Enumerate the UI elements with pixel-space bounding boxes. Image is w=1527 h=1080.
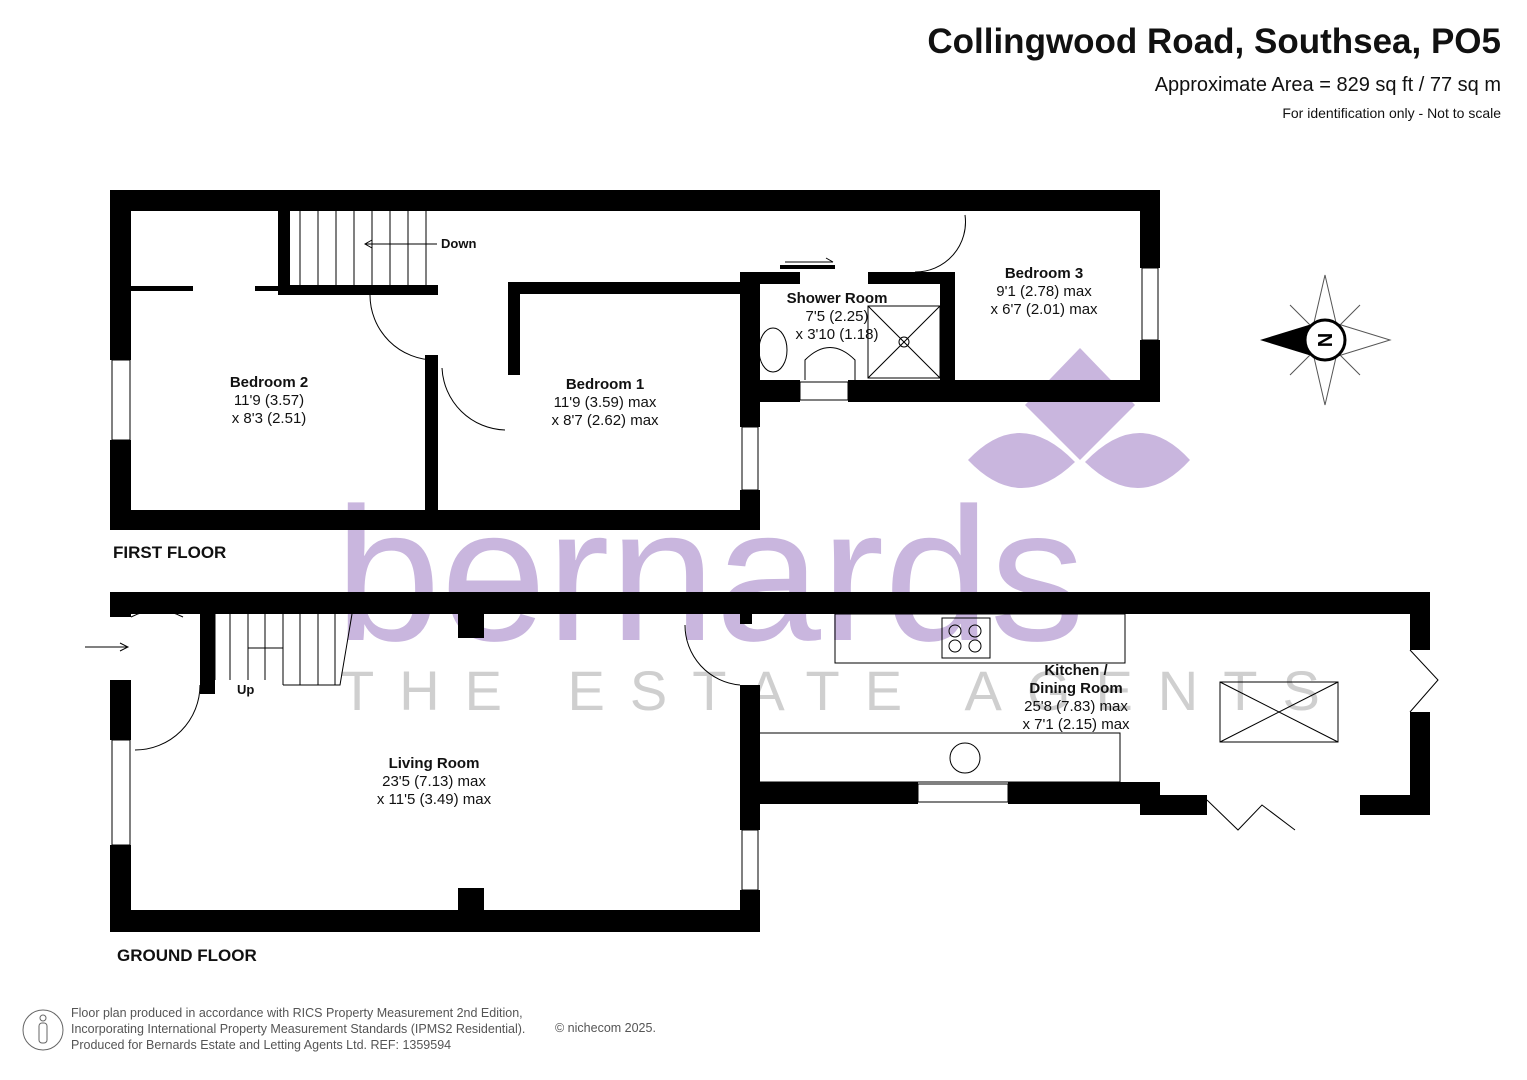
property-title: Collingwood Road, Southsea, PO5 bbox=[927, 22, 1501, 61]
ground-floor-label: GROUND FLOOR bbox=[117, 946, 257, 965]
first-floor-fixtures bbox=[111, 210, 1159, 491]
watermark-tagline: THE ESTATE AGENTS bbox=[340, 659, 1345, 722]
stairs-up-label: Up bbox=[237, 682, 255, 697]
footer-text: Floor plan produced in accordance with R… bbox=[71, 1006, 526, 1052]
compass-icon: N bbox=[1260, 274, 1392, 406]
petal-left bbox=[968, 432, 1075, 489]
watermark-logo: bernards THE ESTATE AGENTS bbox=[335, 348, 1345, 722]
approximate-area: Approximate Area = 829 sq ft / 77 sq m bbox=[1154, 74, 1501, 96]
watermark-brand: bernards bbox=[335, 469, 1085, 681]
first-floor-label: FIRST FLOOR bbox=[113, 543, 227, 562]
stairs-down-label: Down bbox=[441, 236, 477, 251]
first-floor-walls bbox=[110, 190, 1160, 530]
petal-right bbox=[1085, 432, 1190, 489]
compass-north-label: N bbox=[1315, 333, 1337, 347]
ground-floor-walls bbox=[110, 592, 1430, 932]
petal-top bbox=[1025, 348, 1135, 460]
scale-note: For identification only - Not to scale bbox=[1282, 105, 1501, 121]
copyright: © nichecom 2025. bbox=[555, 1021, 656, 1035]
ground-floor-fixtures bbox=[85, 610, 1439, 891]
person-icon bbox=[22, 1009, 64, 1051]
